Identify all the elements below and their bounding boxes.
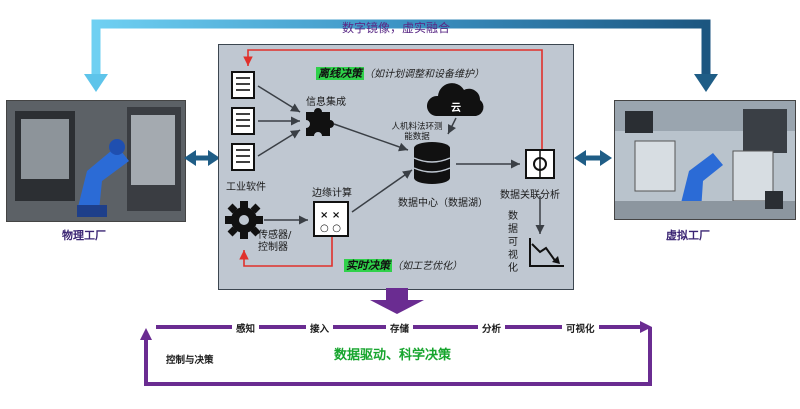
offline-note: （如计划调整和设备维护） [364,69,484,80]
svg-text:× ×: × × [320,210,340,221]
data-association-label: 数据关联分析 [500,190,560,201]
physical-factory-label: 物理工厂 [62,229,106,242]
robot-arm-illustration [7,101,185,221]
svg-text:○ ○: ○ ○ [320,223,341,234]
puzzle-icon [306,108,334,136]
physical-factory-image [6,100,186,222]
realtime-tag: 实时决策 [344,259,392,272]
virtual-factory-image [614,100,796,220]
step-perception: 感知 [232,321,260,335]
realtime-decision: 实时决策（如工艺优化） [344,254,462,273]
digital-twin-illustration [615,101,795,219]
control-decision-label: 控制与决策 [166,355,214,366]
declining-chart-icon [529,238,564,267]
offline-tag: 离线决策 [316,67,364,80]
data-center-label: 数据中心（数据湖） [398,198,488,209]
edge-computing-icon: × × ○ ○ [313,201,349,237]
data-driven-banner: 数据驱动、科学决策 [334,348,452,363]
mirror-label: 数字镜像，虚实融合 [342,21,451,35]
sensor-controller-label: 传感器/ 控制器 [258,230,292,253]
document-icons [231,71,255,171]
step-access: 接入 [306,321,334,335]
edge-computing-label: 边缘计算 [312,188,352,199]
step-storage: 存储 [386,321,414,335]
cloud-label: 云 [451,103,461,114]
gear-icon [225,201,263,239]
database-icon [413,142,451,184]
realtime-note: （如工艺优化） [392,261,462,272]
analysis-icon [525,149,555,179]
virtual-factory-label: 虚拟工厂 [666,229,710,242]
step-analysis: 分析 [478,321,506,335]
human-machine-data-label: 人机料法环测 能数据 [391,122,443,142]
cloud-icon [426,83,484,116]
offline-decision: 离线决策（如计划调整和设备维护） [316,62,484,81]
industrial-software-label: 工业软件 [226,182,266,193]
data-viz-vertical-label: 数据可视化 [508,211,518,274]
info-integration-label: 信息集成 [306,97,346,108]
step-visualization: 可视化 [562,321,599,335]
